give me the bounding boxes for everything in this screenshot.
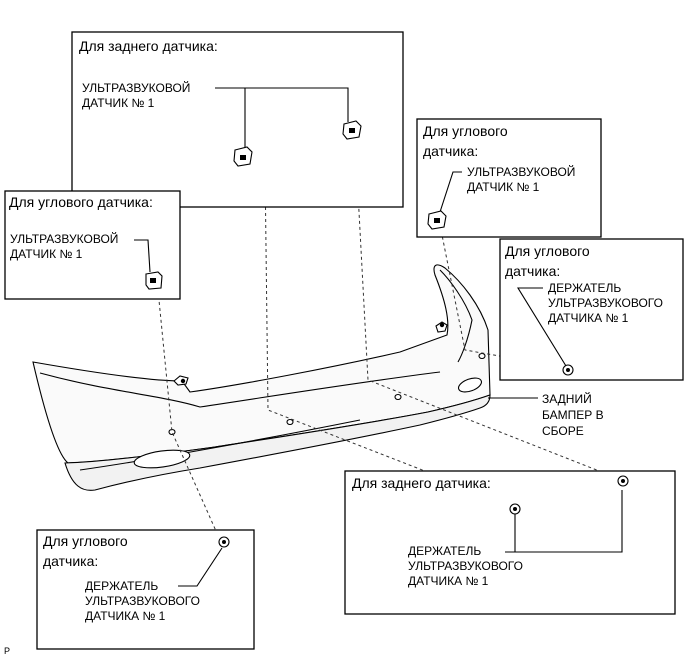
holder-label-line3: ДАТЧИКА № 1 [85, 609, 166, 623]
box-corner-sensor-title-l2: датчика: [423, 143, 478, 159]
box-corner-sensor-right: Для углового датчика: УЛЬТРАЗВУКОВОЙ ДАТ… [416, 118, 602, 238]
holder-label-line3: ДАТЧИКА № 1 [408, 574, 489, 588]
alignment-lines [157, 136, 623, 541]
corner-mark: P [4, 646, 10, 656]
box-corner-sensor-title: Для углового датчика: [9, 194, 153, 210]
sensor-label-line2: ДАТЧИК № 1 [82, 96, 155, 110]
box-corner-holder-title-l2: датчика: [43, 553, 98, 569]
box-corner-holder-title-l1: Для углового [43, 533, 128, 549]
box-corner-holder-left: Для углового датчика: ДЕРЖАТЕЛЬ УЛЬТРАЗВ… [36, 529, 255, 650]
sensor-label-line1: УЛЬТРАЗВУКОВОЙ [467, 164, 575, 179]
ultrasonic-sensor-icon [342, 120, 362, 140]
box-rear-holder: Для заднего датчика: ДЕРЖАТЕЛЬ УЛЬТРАЗВУ… [344, 470, 676, 615]
bumper-callout: ЗАДНИЙ БАМПЕР В СБОРЕ [488, 391, 604, 438]
holder-label-line2: УЛЬТРАЗВУКОВОГО [85, 594, 200, 608]
bumper-label-line2: БАМПЕР В [542, 408, 604, 422]
box-rear-sensor: Для заднего датчика: УЛЬТРАЗВУКОВОЙ ДАТЧ… [71, 31, 404, 208]
holder-label-line1: ДЕРЖАТЕЛЬ [85, 579, 158, 593]
holder-label-line2: УЛЬТРАЗВУКОВОГО [548, 296, 663, 310]
holder-label-line2: УЛЬТРАЗВУКОВОГО [408, 559, 523, 573]
box-corner-sensor-left: Для углового датчика: УЛЬТРАЗВУКОВОЙ ДАТ… [4, 190, 181, 300]
bumper-label-line1: ЗАДНИЙ [542, 391, 592, 406]
box-rear-holder-title: Для заднего датчика: [352, 475, 491, 491]
holder-label-line3: ДАТЧИКА № 1 [548, 311, 629, 325]
box-corner-sensor-title-l1: Для углового [423, 123, 508, 139]
holder-label-line1: ДЕРЖАТЕЛЬ [408, 544, 481, 558]
sensor-label-line1: УЛЬТРАЗВУКОВОЙ [82, 80, 190, 95]
box-corner-holder-title-l2: датчика: [505, 263, 560, 279]
box-rear-sensor-title: Для заднего датчика: [79, 38, 218, 54]
holder-label-line1: ДЕРЖАТЕЛЬ [548, 281, 621, 295]
sensor-holder-icon [617, 475, 629, 487]
sensor-holder-icon [562, 364, 574, 376]
rear-bumper-assembly [32, 264, 491, 491]
sensor-label-line2: ДАТЧИК № 1 [467, 180, 540, 194]
box-corner-holder-right: Для углового датчика: ДЕРЖАТЕЛЬ УЛЬТРАЗВ… [499, 238, 684, 381]
ultrasonic-sensor-icon [145, 271, 163, 290]
box-corner-holder-title-l1: Для углового [505, 243, 590, 259]
sensor-holder-icon [509, 503, 521, 515]
sensor-label-line1: УЛЬТРАЗВУКОВОЙ [10, 231, 118, 246]
ultrasonic-sensor-icon [427, 210, 447, 230]
sensor-holder-icon [218, 536, 230, 548]
bumper-label-line3: СБОРЕ [542, 424, 584, 438]
ultrasonic-sensor-icon [233, 146, 253, 167]
sensor-label-line2: ДАТЧИК № 1 [10, 247, 83, 261]
